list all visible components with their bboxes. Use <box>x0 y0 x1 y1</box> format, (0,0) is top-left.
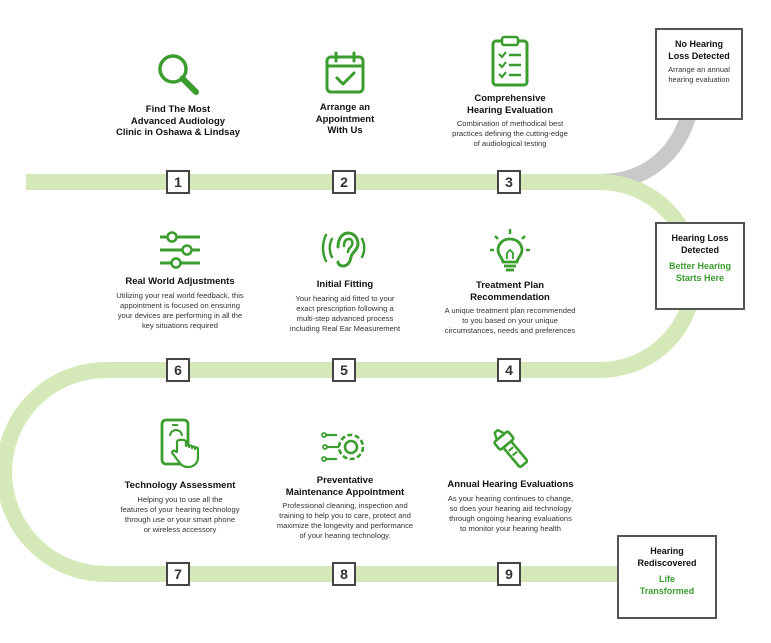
rediscovered-title: Hearing Rediscovered <box>637 546 697 568</box>
gear-circuit-icon <box>321 432 365 462</box>
step-5-desc: Your hearing aid fitted to your exact pr… <box>289 293 401 333</box>
step-4-desc: A unique treatment plan recommended to y… <box>444 306 576 335</box>
step-3-desc: Combination of methodical best practices… <box>452 119 568 148</box>
calendar-check-icon <box>325 51 365 94</box>
step-2: Arrange an Appointment With Us <box>275 50 415 137</box>
hearing-rediscovered-box: Hearing Rediscovered Life Transformed <box>617 535 717 619</box>
step-3-title: Comprehensive Hearing Evaluation <box>466 93 554 116</box>
step-5-title: Initial Fitting <box>316 279 374 290</box>
no-hearing-loss-desc: Arrange an annual hearing evaluation <box>668 65 730 84</box>
step-8: Preventative Maintenance Appointment Pro… <box>260 425 430 541</box>
step-number-8: 8 <box>332 562 356 586</box>
step-6-title: Real World Adjustments <box>125 276 235 287</box>
step-4-title: Treatment Plan Recommendation <box>470 280 550 303</box>
rediscovered-tagline: Life Transformed <box>639 574 695 596</box>
step-number-4: 4 <box>497 358 521 382</box>
track-grey-branch <box>599 107 698 190</box>
step-5: Initial Fitting Your hearing aid fitted … <box>270 225 420 334</box>
step-6-desc: Utilizing your real world feedback, this… <box>116 290 244 330</box>
step-1-title: Find The Most Advanced Audiology Clinic … <box>115 104 241 138</box>
step-9: Annual Hearing Evaluations As your heari… <box>428 425 593 534</box>
sliders-icon <box>160 231 200 269</box>
step-4: Treatment Plan Recommendation A unique t… <box>420 228 600 336</box>
smartphone-tap-icon <box>160 418 200 469</box>
lightbulb-icon <box>490 229 530 272</box>
step-2-title: Arrange an Appointment With Us <box>315 102 375 136</box>
step-number-5: 5 <box>332 358 356 382</box>
step-6: Real World Adjustments Utilizing your re… <box>95 230 265 331</box>
step-number-6: 6 <box>166 358 190 382</box>
step-8-desc: Professional cleaning, inspection and tr… <box>276 501 414 540</box>
step-8-title: Preventative Maintenance Appointment <box>285 475 405 498</box>
step-9-desc: As your hearing continues to change, so … <box>447 493 574 533</box>
step-7-desc: Helping you to use all the features of y… <box>120 494 240 534</box>
no-hearing-loss-box: No Hearing Loss Detected Arrange an annu… <box>655 28 743 120</box>
step-number-1: 1 <box>166 170 190 194</box>
hearing-loss-detected-box: Hearing Loss Detected Better Hearing Sta… <box>655 222 745 310</box>
hearing-loss-tagline: Better Hearing Starts Here <box>668 261 731 283</box>
step-3: Comprehensive Hearing Evaluation Combina… <box>430 35 590 149</box>
otoscope-icon <box>492 428 528 469</box>
clipboard-checklist-icon <box>491 35 529 87</box>
magnifier-icon <box>158 54 199 95</box>
ear-icon <box>321 231 366 268</box>
step-1: Find The Most Advanced Audiology Clinic … <box>108 50 248 139</box>
step-7-title: Technology Assessment <box>124 480 236 491</box>
step-number-7: 7 <box>166 562 190 586</box>
no-hearing-loss-title: No Hearing Loss Detected <box>668 39 730 61</box>
step-7: Technology Assessment Helping you to use… <box>100 418 260 535</box>
step-number-2: 2 <box>332 170 356 194</box>
step-9-title: Annual Hearing Evaluations <box>447 479 574 490</box>
hearing-loss-title: Hearing Loss Detected <box>671 233 729 255</box>
step-number-3: 3 <box>497 170 521 194</box>
step-number-9: 9 <box>497 562 521 586</box>
